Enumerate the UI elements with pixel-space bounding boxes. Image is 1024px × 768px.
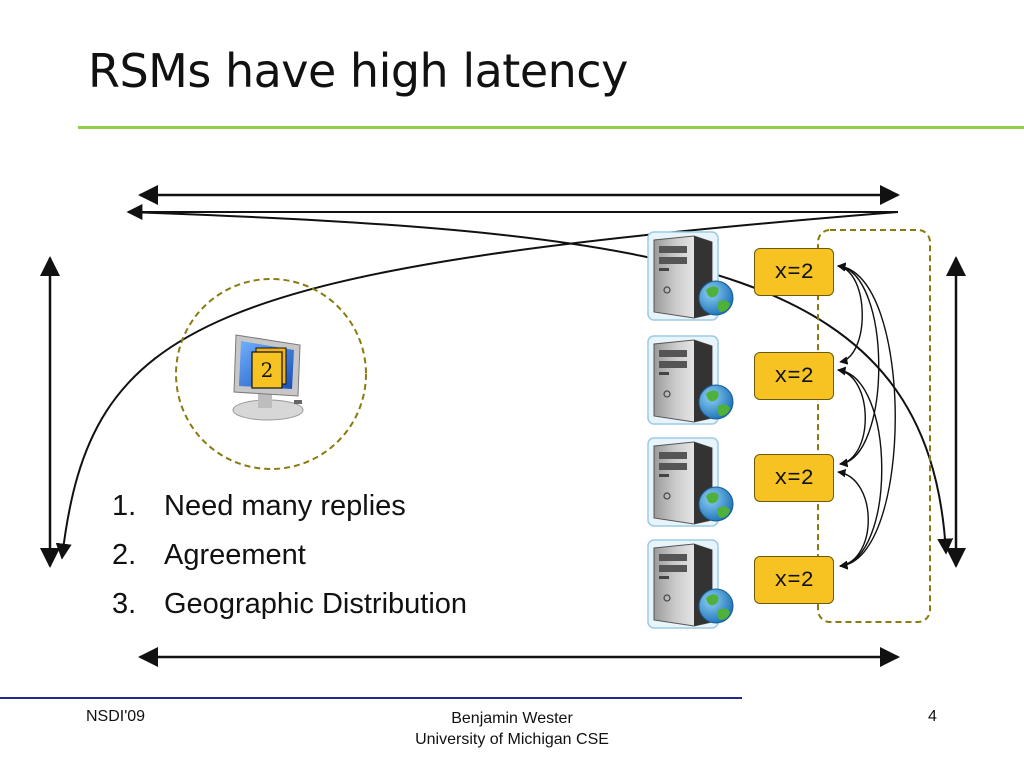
server-icon: [647, 231, 734, 321]
latency-reasons-list: 1.Need many replies 2.Agreement 3.Geogra…: [112, 486, 467, 633]
curve-top-to-replicas: [127, 211, 954, 555]
server-icon: [647, 539, 734, 629]
replica-message-arrow: [837, 367, 866, 467]
server-icon: [647, 437, 734, 527]
replica-value-box: x=2: [754, 352, 834, 400]
footer-affiliation: University of Michigan CSE: [415, 731, 609, 748]
server-icon: [647, 335, 734, 425]
slide-number: 4: [928, 708, 937, 725]
footer-author-name: Benjamin Wester: [451, 710, 573, 727]
replica-message-arrow: [837, 366, 883, 570]
client-group: [175, 278, 367, 470]
client-badge: 2: [260, 358, 274, 382]
footer-venue: NSDI'09: [86, 708, 146, 725]
list-item: 2.Agreement: [112, 539, 306, 571]
list-item: 1.Need many replies: [112, 490, 406, 522]
client-computer-icon: [232, 334, 304, 421]
replica-value-box: x=2: [754, 248, 834, 296]
slide-title: RSMs have high latency: [88, 44, 628, 98]
replica-group: [817, 229, 931, 623]
curve-client-to-top: [55, 211, 899, 560]
replica-message-arrow: [837, 262, 880, 468]
replica-value-box: x=2: [754, 556, 834, 604]
footer-author: Benjamin Wester University of Michigan C…: [0, 708, 1024, 750]
title-underline: [78, 126, 1024, 129]
replica-value-box: x=2: [754, 454, 834, 502]
list-item: 3.Geographic Distribution: [112, 588, 468, 620]
footer-rule: [0, 697, 742, 699]
replica-message-arrow: [837, 262, 896, 570]
replica-message-arrow: [837, 468, 869, 569]
